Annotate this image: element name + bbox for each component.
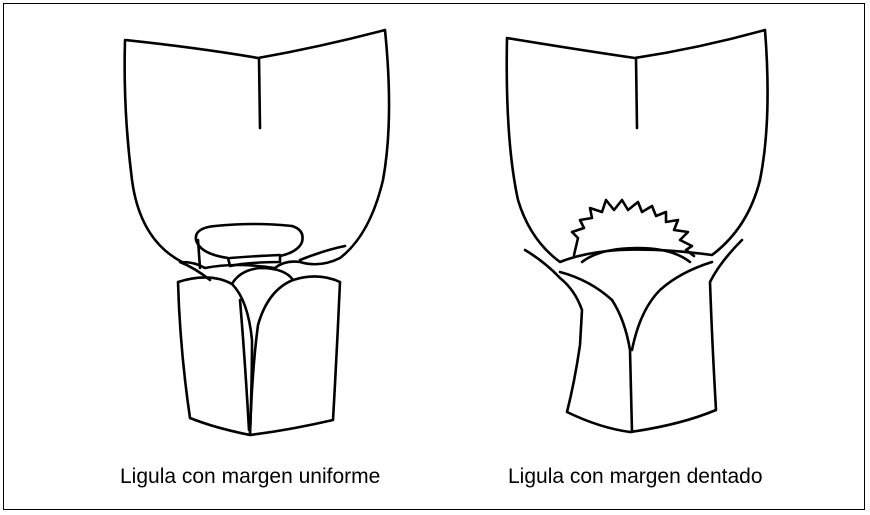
- sheath-right-fold-r: [630, 260, 714, 352]
- ligule-left-rim: [196, 238, 202, 270]
- sheath-left-seam: [238, 298, 251, 432]
- midrib-left: [257, 56, 262, 130]
- ligule-uniform-drawing: [123, 28, 391, 437]
- leaf-blade-right: [505, 28, 769, 264]
- ligule-left-inner: [228, 253, 282, 260]
- midrib-right: [634, 56, 639, 130]
- leaf-blade-left: [123, 28, 391, 270]
- figure-frame: [3, 3, 865, 510]
- ligule-right-teeth: [570, 198, 696, 258]
- ligule-dentate-drawing: [505, 28, 769, 434]
- sheath-right-fold-l: [558, 270, 634, 434]
- auricle-left-b: [298, 244, 347, 262]
- caption-dentate: Ligula con margen dentado: [508, 465, 763, 488]
- caption-uniform: Ligula con margen uniforme: [120, 465, 381, 488]
- ligule-right-inner: [580, 246, 692, 264]
- sheath-left-b: [248, 275, 342, 437]
- sheath-right: [523, 248, 632, 434]
- sheath-right-b: [628, 238, 744, 434]
- ligule-left: [194, 222, 304, 268]
- sheath-left-fold: [230, 266, 295, 286]
